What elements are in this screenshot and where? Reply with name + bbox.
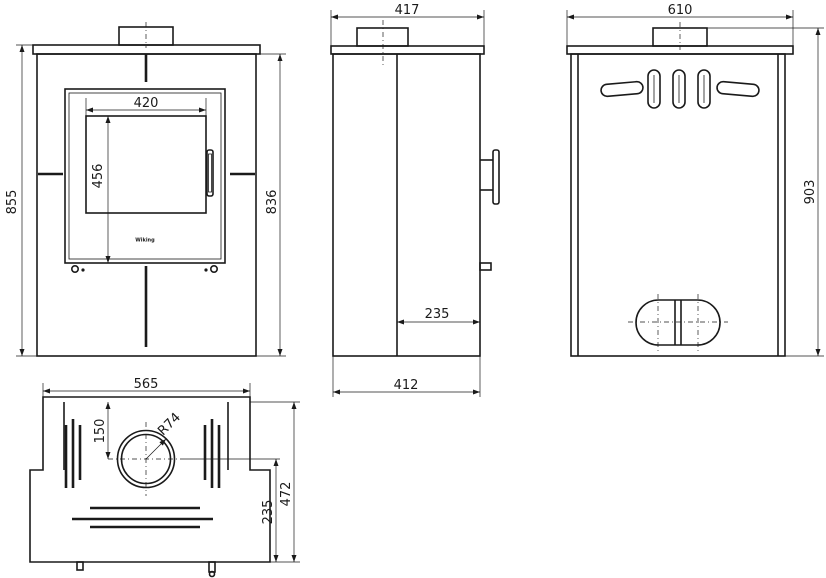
rear-height-label: 903 — [803, 180, 818, 205]
front-glass — [85, 115, 207, 214]
top-foot-icon — [208, 561, 216, 573]
foot-icon — [71, 264, 80, 273]
front-top-plate — [32, 44, 261, 55]
top-depth-label: 417 — [395, 3, 420, 18]
side-height-label: 836 — [265, 190, 280, 215]
rear-body — [570, 53, 786, 357]
top-view: 565 150 R74 472 235 — [29, 377, 300, 578]
brand-mark: Wiking — [135, 238, 155, 244]
overall-height-label: 855 — [5, 190, 20, 215]
rear-vent-slot — [716, 80, 760, 98]
rear-air-inlet — [635, 299, 721, 346]
front-view: Wiking 420 456 855 836 — [5, 22, 286, 357]
side-body — [332, 53, 481, 357]
top-width-label: 565 — [134, 377, 159, 392]
door-handle-icon — [206, 149, 214, 197]
top-foot-icon — [76, 561, 84, 571]
side-top-plate — [330, 45, 485, 55]
side-flue-collar — [356, 27, 409, 47]
glass-height-label: 456 — [91, 164, 106, 189]
glass-width-label: 420 — [134, 96, 159, 111]
rear-vent-slot — [600, 80, 644, 98]
front-door — [64, 88, 226, 264]
side-handle-icon — [492, 149, 500, 205]
rear-width-label: 610 — [668, 3, 693, 18]
side-view: 417 235 412 — [330, 3, 500, 397]
foot-icon — [210, 264, 219, 273]
outlet-offset-label: 235 — [425, 307, 450, 322]
side-knob-icon — [479, 262, 492, 271]
top-depth-total-label: 472 — [279, 482, 294, 507]
base-depth-label: 412 — [394, 378, 419, 393]
flue-offset-label: 150 — [93, 419, 108, 444]
rear-view: 610 903 — [566, 3, 824, 357]
flue-depth-label: 235 — [261, 500, 276, 525]
